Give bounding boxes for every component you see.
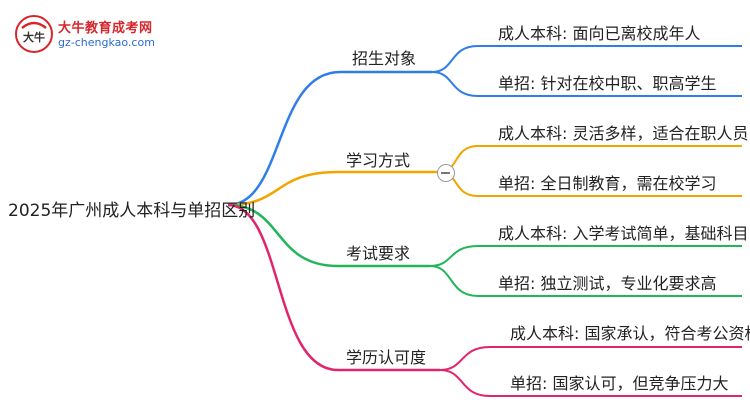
leaf-exam-adult[interactable]: 成人本科: 入学考试简单，基础科目 — [498, 224, 749, 243]
branch-degree-recognition[interactable]: 学历认可度 — [346, 348, 427, 367]
logo-badge-text: 大牛 — [23, 30, 45, 44]
leaf-connector-2-1 — [429, 265, 479, 297]
leaf-connector-0-0 — [431, 45, 479, 73]
branch-enrollment-target[interactable]: 招生对象 — [352, 49, 417, 68]
root-topic[interactable]: 2025年广州成人本科与单招区别 — [8, 201, 256, 221]
leaf-connector-2-0 — [429, 245, 479, 267]
leaf-exam-single[interactable]: 单招: 独立测试，专业化要求高 — [498, 274, 717, 293]
leaf-enrollment-adult[interactable]: 成人本科: 面向已离校成年人 — [498, 24, 701, 43]
branch-connector-1 — [227, 170, 339, 207]
logo-title: 大牛教育成考网 — [58, 21, 153, 36]
leaf-study-adult[interactable]: 成人本科: 灵活多样，适合在职人员 — [498, 124, 749, 143]
bull-logo-icon: 大牛 — [15, 15, 53, 53]
branch-connector-3 — [227, 203, 339, 372]
leaf-degree-adult[interactable]: 成人本科: 国家承认，符合考公资格 — [510, 324, 750, 343]
leaf-connector-3-1 — [439, 369, 491, 397]
branch-connector-0 — [227, 70, 341, 207]
leaf-connector-0-1 — [431, 71, 479, 97]
leaf-degree-single[interactable]: 单招: 国家认可，但竞争压力大 — [510, 374, 729, 393]
branch-study-mode[interactable]: 学习方式 — [346, 151, 411, 170]
leaf-connector-3-0 — [439, 346, 491, 371]
collapse-toggle-button[interactable] — [437, 164, 455, 182]
logo-url: gz-chengkao.com — [58, 36, 155, 49]
site-logo[interactable]: 大牛 大牛教育成考网 gz-chengkao.com — [14, 14, 174, 56]
leaf-enrollment-single[interactable]: 单招: 针对在校中职、职高学生 — [498, 74, 717, 93]
branch-exam-requirement[interactable]: 考试要求 — [346, 244, 411, 263]
leaf-study-single[interactable]: 单招: 全日制教育，需在校学习 — [498, 174, 717, 193]
branch-connector-2 — [227, 203, 339, 268]
